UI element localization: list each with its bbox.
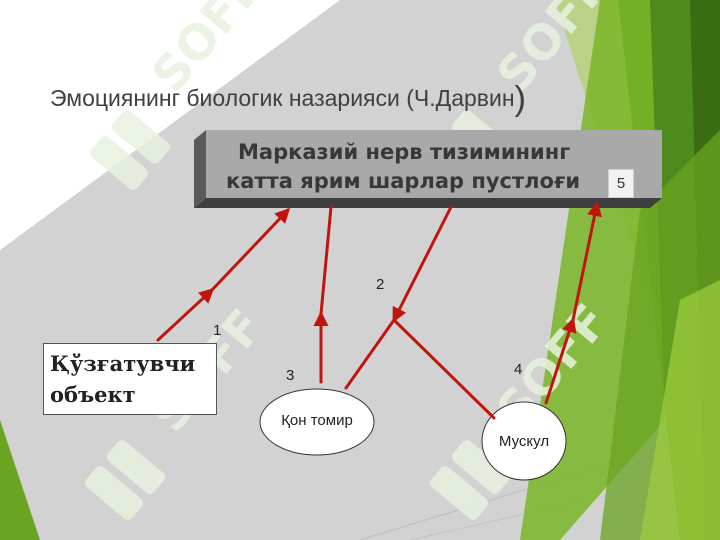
arrow-muscle-mid: [544, 317, 577, 405]
slide-title: Эмоциянинг биологик назарияси (Ч.Дарвин): [50, 76, 526, 118]
arrow-stimulus-mid: [156, 287, 215, 342]
green-shape: [640, 280, 720, 540]
title-text: Эмоциянинг биологик назарияси (Ч.Дарвин: [50, 85, 515, 111]
title-close-paren: ): [514, 80, 526, 118]
step-number-2: 2: [376, 276, 385, 293]
blood-vessel-node: [259, 388, 375, 456]
arrow-junction-muscle: [392, 318, 496, 420]
slide-corner-white: [0, 0, 340, 250]
step-number-1: 1: [213, 322, 222, 339]
blood-vessel-label: Қон томир: [281, 412, 353, 429]
cortex-banner-text: Марказий нерв тизимининг катта ярим шарл…: [226, 138, 646, 196]
muscle-node: [481, 401, 567, 481]
stimulus-object-box: Қўзғатувчи объект: [43, 343, 217, 415]
banner-shadow-left: [194, 130, 206, 208]
arrow-muscle-cortex: [571, 201, 602, 322]
step-number-4: 4: [514, 361, 523, 378]
green-shape: [0, 420, 40, 540]
cortex-banner: Марказий нерв тизимининг катта ярим шарл…: [206, 130, 662, 198]
arrow-mid-cortex: [319, 205, 333, 316]
banner-shadow-bottom: [194, 198, 662, 208]
stimulus-line-1: Қўзғатувчи: [50, 351, 196, 376]
arrows: [156, 201, 602, 420]
stimulus-line-2: объект: [50, 382, 136, 407]
muscle-label: Мускул: [498, 433, 550, 450]
cortex-line-1: Марказий нерв тизимининг: [238, 140, 571, 164]
arrow-cortex-junction: [392, 205, 453, 323]
stimulus-object-text: Қўзғатувчи объект: [50, 348, 195, 410]
arrow-junction-vessel: [344, 318, 396, 390]
arrow-stimulus-cortex: [210, 207, 291, 292]
step-badge-5: 5: [608, 169, 634, 198]
step-number-3: 3: [286, 367, 295, 384]
cortex-line-2: катта ярим шарлар пустлоғи: [226, 169, 581, 193]
